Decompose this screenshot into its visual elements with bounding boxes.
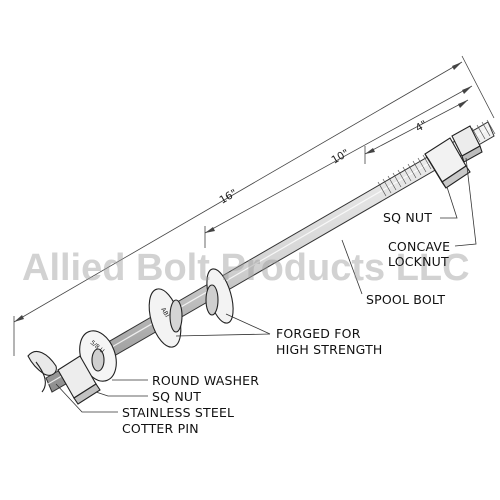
callout-cotter-line2: COTTER PIN <box>122 421 199 436</box>
dim-overall-label: 16" <box>218 187 240 206</box>
sq-nut-bottom <box>57 355 101 405</box>
cotter-pin <box>27 351 57 393</box>
forged-head-stamp: ABI <box>159 307 170 319</box>
forged-head-lower <box>148 288 183 348</box>
dimension-lines <box>13 55 495 356</box>
watermark: Allied Bolt Products LLC <box>22 247 470 289</box>
callout-concave-locknut-line1: CONCAVE <box>388 239 450 254</box>
dim-nut-zone-label: 4" <box>414 118 430 134</box>
callout-round-washer: ROUND WASHER <box>152 373 259 388</box>
callout-sq-nut-bottom: SQ NUT <box>152 389 201 404</box>
concave-locknut <box>451 125 483 163</box>
callout-cotter-line1: STAINLESS STEEL <box>122 405 234 420</box>
callout-forged-line1: FORGED FOR <box>276 326 361 341</box>
threaded-section <box>377 119 496 197</box>
leader-lines <box>55 157 477 413</box>
callout-sq-nut-top: SQ NUT <box>383 210 432 225</box>
dim-thread-label: 10" <box>330 147 352 166</box>
sq-nut-top <box>424 137 471 189</box>
callout-spool-bolt: SPOOL BOLT <box>366 292 445 307</box>
callout-concave-locknut-line2: LOCKNUT <box>388 254 449 269</box>
callout-forged-line2: HIGH STRENGTH <box>276 342 383 357</box>
forged-head-upper <box>205 268 234 324</box>
